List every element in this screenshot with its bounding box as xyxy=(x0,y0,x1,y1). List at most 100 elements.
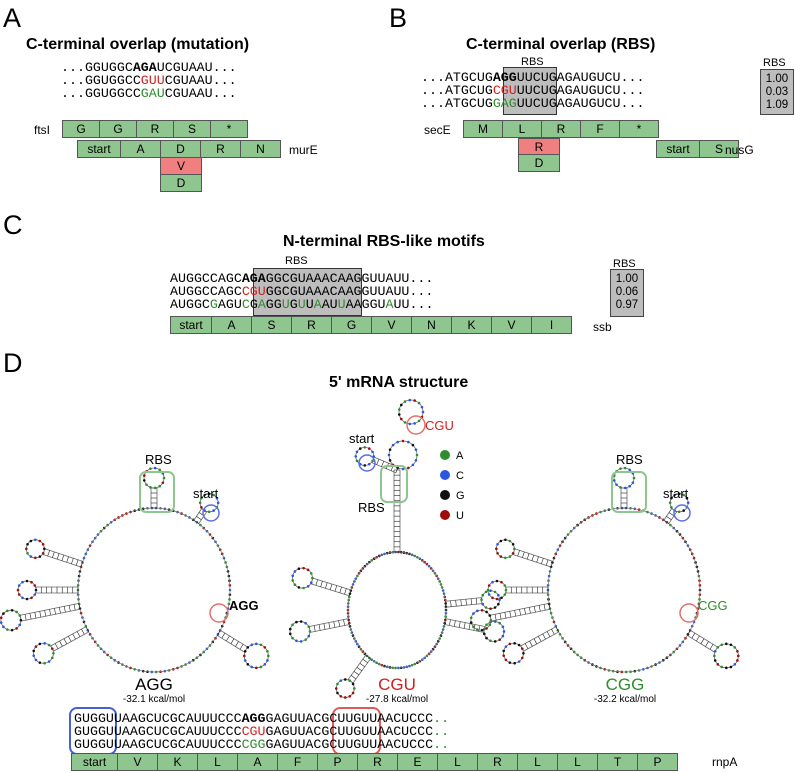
base-pair xyxy=(522,551,525,558)
base-pair xyxy=(76,631,81,637)
base-pair xyxy=(524,608,526,615)
sequence-line: AUGGCGAGUCGAGGUGUUAAUUAAGGUAUU... xyxy=(170,298,433,311)
base-pair xyxy=(334,585,338,592)
sequence-segment: GGCGUAAACAAGGUUAUU... xyxy=(265,284,434,299)
nucleotide-dot xyxy=(6,628,9,631)
amino-acid-cell: K xyxy=(157,753,198,771)
nucleotide-dot xyxy=(10,628,14,632)
nucleotide-dot xyxy=(297,586,301,589)
nucleotide-dot xyxy=(401,439,405,443)
base-pair xyxy=(68,636,72,642)
nucleotide-dot xyxy=(47,643,51,647)
amino-acid-cell: P xyxy=(317,753,358,771)
panel-c-letter: C xyxy=(3,210,23,240)
nucleotide-dot xyxy=(43,642,46,645)
base-pair xyxy=(542,633,546,640)
structure3-branch-stem xyxy=(514,548,553,562)
nucleotide-dot xyxy=(198,501,202,505)
panel-c-sequences: AUGGCCAGCAGAGGCGUAAACAAGGUUAUU...AUGGCCA… xyxy=(170,272,433,311)
base-pair xyxy=(344,588,347,595)
nucleotide-dot xyxy=(41,551,45,555)
nucleotide-dot xyxy=(686,501,690,505)
nucleotide-dot xyxy=(267,654,270,658)
structure1-branch-stem xyxy=(198,511,207,524)
nucleotide-dot xyxy=(716,663,720,666)
nucleotide-dot xyxy=(307,625,311,629)
nucleotide-dot xyxy=(493,640,497,643)
sequence-segment: AUGGC xyxy=(170,297,210,312)
nucleotide-dot xyxy=(297,567,301,571)
base-pair xyxy=(362,658,368,663)
nucleotide-dot xyxy=(367,447,371,450)
nucleotide-dot xyxy=(149,486,152,489)
nucleotide-dot xyxy=(496,542,499,546)
nucleotide-dot xyxy=(502,630,506,633)
nucleotide-dot xyxy=(725,642,728,646)
nucleotide-dot xyxy=(628,484,631,488)
amino-acid-cell: V xyxy=(117,753,158,771)
sequence-segment: U xyxy=(337,297,346,312)
base-pair xyxy=(395,467,399,473)
nucleotide-dot xyxy=(21,580,24,584)
nucleotide-dot xyxy=(500,580,503,584)
nucleotide-dot xyxy=(216,501,220,505)
nucleotide-dot xyxy=(354,455,358,458)
base-pair xyxy=(63,606,66,613)
amino-acid-cell: start xyxy=(170,316,212,334)
base-pair xyxy=(333,621,336,628)
base-pair xyxy=(52,551,55,558)
nucleotide-dot xyxy=(500,596,503,600)
nucleotide-dot xyxy=(29,539,33,543)
nucleotide-dot xyxy=(250,643,254,647)
nucleotide-dot xyxy=(725,666,728,670)
amino-acid-cell: R xyxy=(477,753,518,771)
nucleotide-dot xyxy=(302,586,305,590)
base-pair xyxy=(453,620,456,627)
sequence-line: AUGGCCAGCCGUGGCGUAAACAAGGUUAUU... xyxy=(170,285,433,298)
nucleotide-dot xyxy=(243,649,247,653)
structure1-codon-label: AGG xyxy=(229,598,259,613)
nucleotide-dot xyxy=(295,620,298,624)
nucleotide-dot xyxy=(485,623,488,627)
structure3-start-label: start xyxy=(663,486,689,501)
base-pair xyxy=(49,609,52,616)
base-pair xyxy=(538,605,541,612)
base-pair xyxy=(666,516,672,520)
nucleotide-dot xyxy=(243,654,246,658)
base-pair xyxy=(543,604,546,611)
base-pair xyxy=(59,640,63,647)
nucleotide-dot xyxy=(417,401,421,405)
sequence-segment: GUGGUUAAGCUCGCAUUUCCC xyxy=(74,737,242,752)
structure2-start-circle xyxy=(358,454,376,472)
nucleotide-dot xyxy=(401,467,405,471)
amino-acid-cell: T xyxy=(597,753,638,771)
nucleotide-dot xyxy=(407,440,410,444)
sequence-segment: CGU xyxy=(241,724,266,739)
amino-acid-cell: L xyxy=(517,753,558,771)
nucleotide-dot xyxy=(145,483,148,486)
sequence-segment: UUCUGAGAUGUCU... xyxy=(516,83,645,98)
mure-mutation-green: D xyxy=(160,174,202,192)
base-pair xyxy=(705,641,709,647)
nucleotide-dot xyxy=(736,659,739,662)
sequence-segment: AGA xyxy=(241,271,266,286)
mutation-aa-green: D xyxy=(160,174,202,192)
structure2-codon-label: CGU xyxy=(425,418,454,433)
nucleotide-dot xyxy=(489,607,492,611)
nucleotide-dot xyxy=(677,510,681,514)
base-pair xyxy=(541,558,544,565)
nucleotide-dot xyxy=(43,547,46,551)
structure1-energy: -32.1 kcal/mol xyxy=(123,694,185,705)
sequence-segment: CGU xyxy=(241,284,266,299)
nucleotide-dot xyxy=(511,551,515,555)
nucleotide-dot xyxy=(304,621,307,625)
nucleotide-dot xyxy=(34,588,38,592)
base-pair xyxy=(313,625,316,632)
amino-acid-cell: * xyxy=(619,120,659,138)
sequence-segment: C xyxy=(241,297,250,312)
nucleotide-dot xyxy=(504,588,508,592)
structure1-rbs-label: RBS xyxy=(145,452,172,467)
sequence-segment: G xyxy=(209,297,218,312)
nucleotide-dot xyxy=(26,551,29,555)
base-pair xyxy=(517,550,520,557)
